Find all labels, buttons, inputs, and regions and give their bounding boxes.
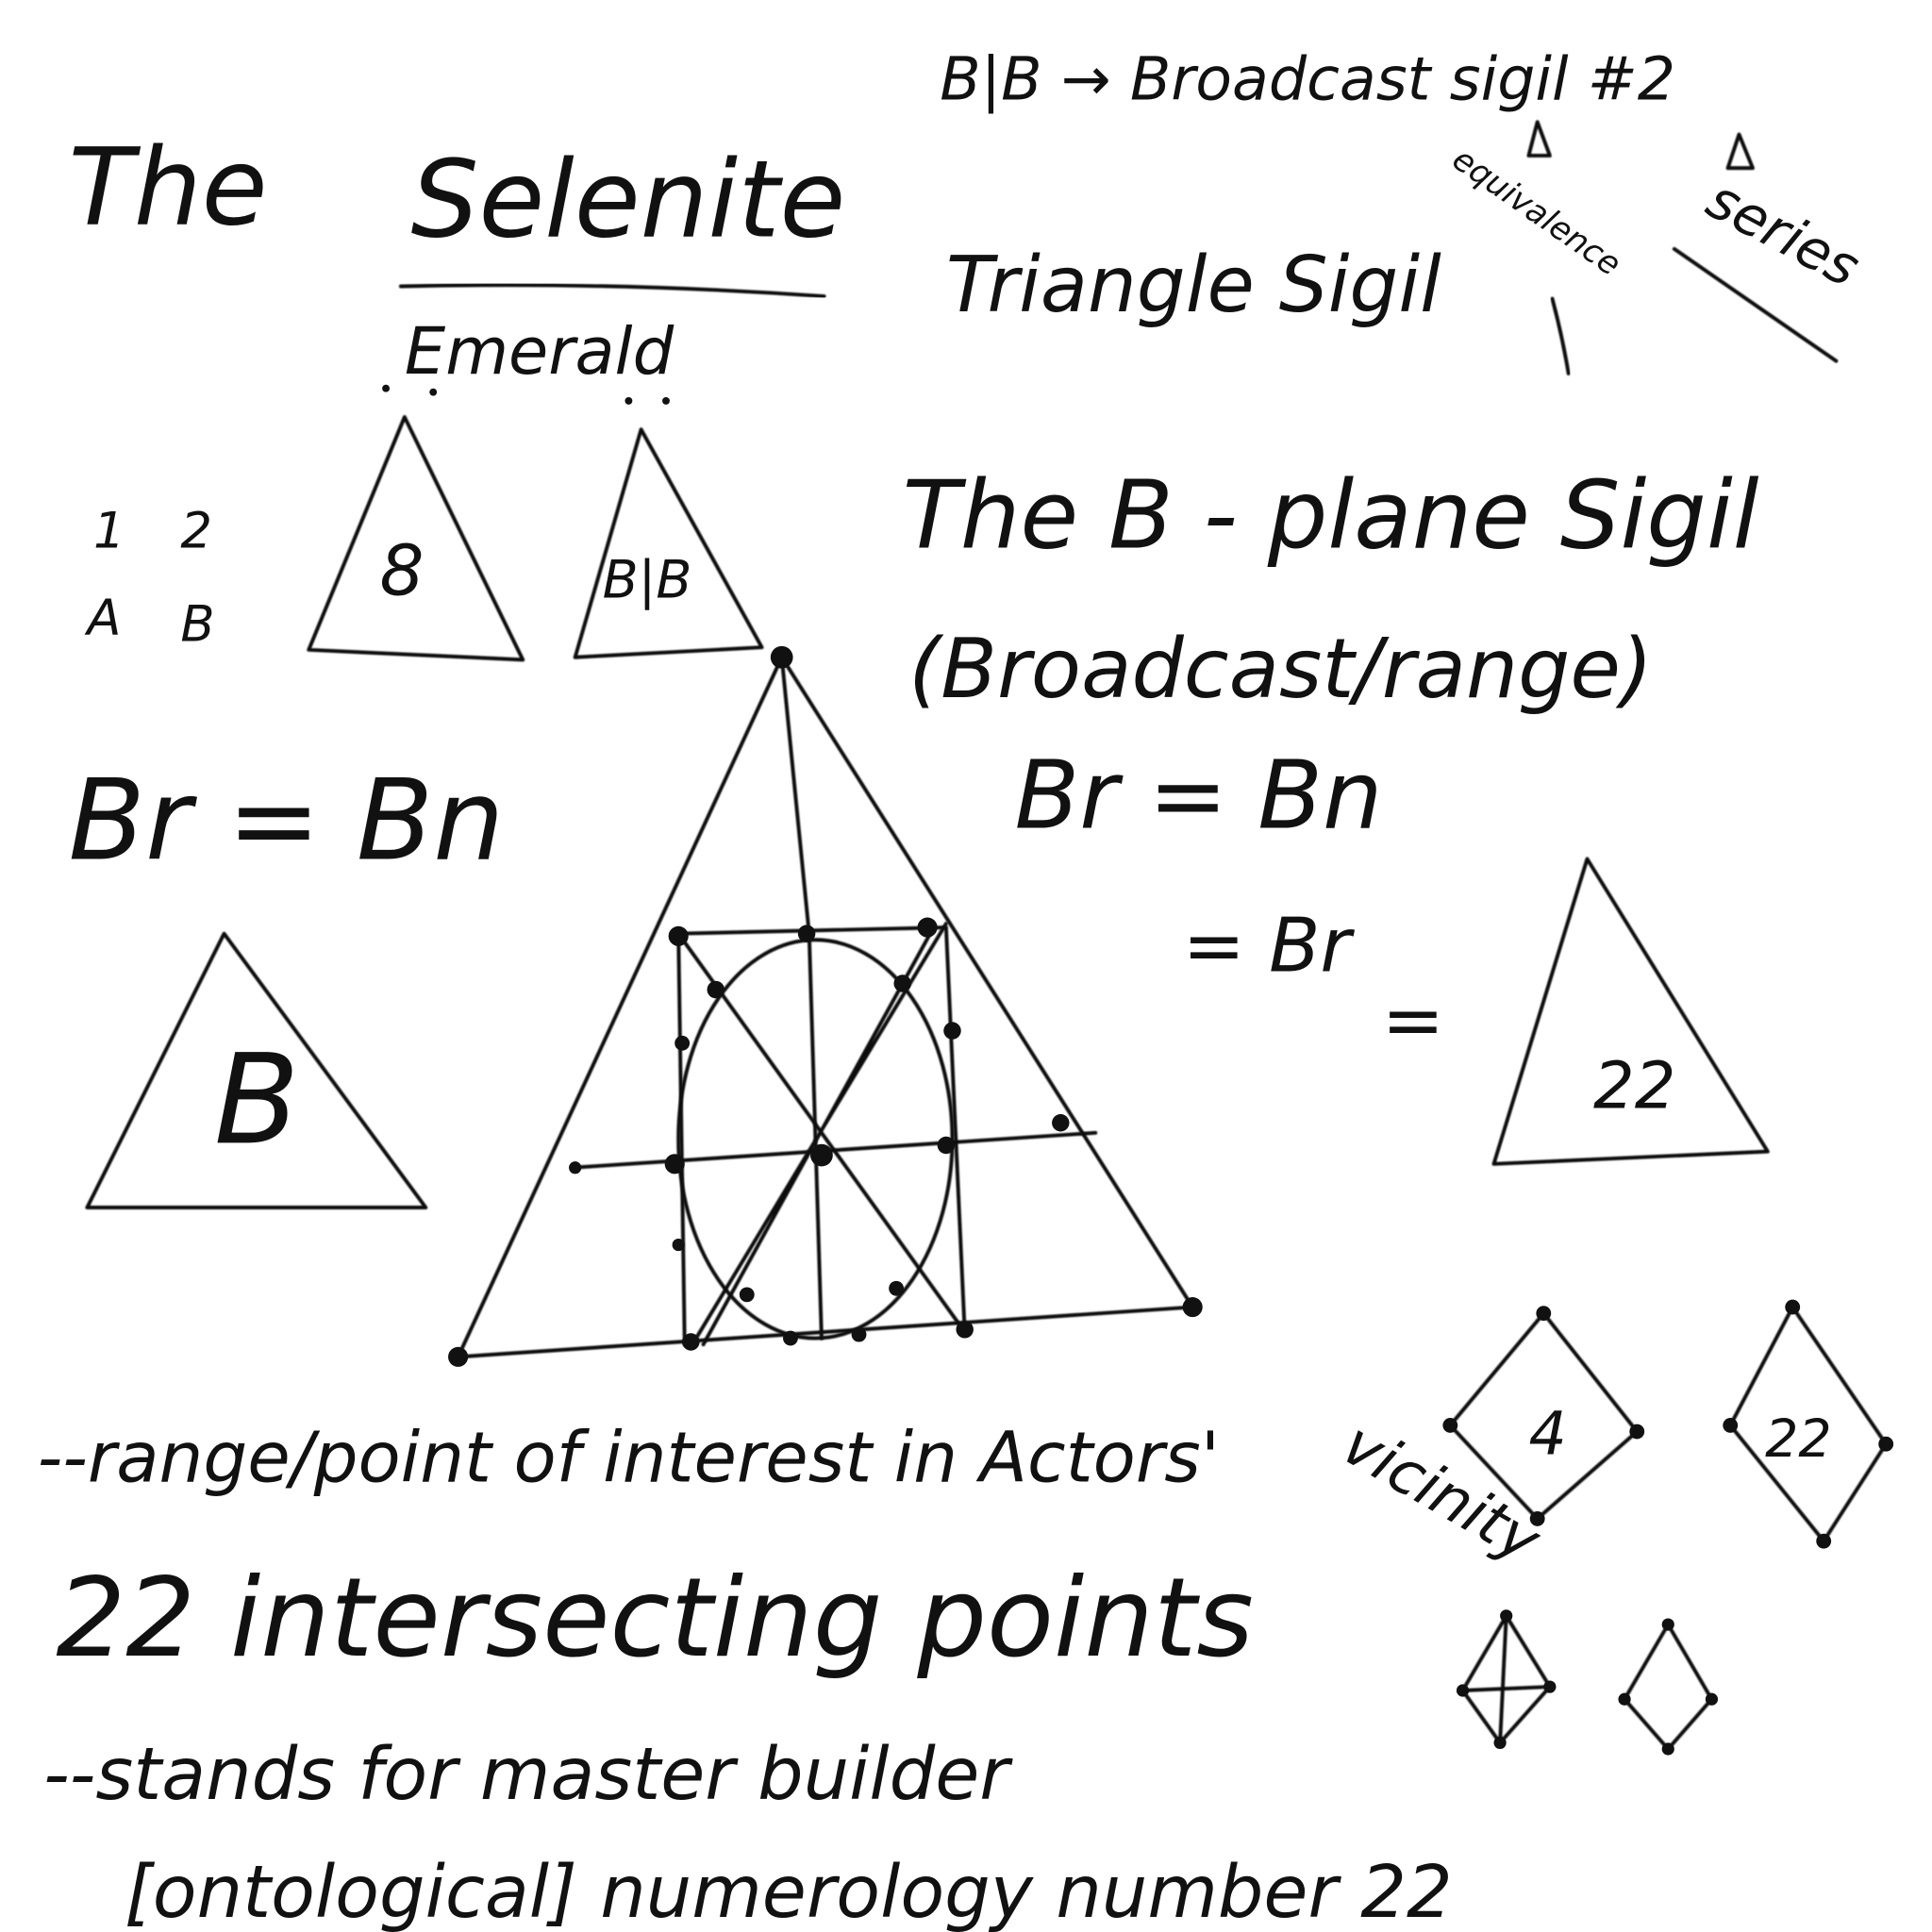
equation-left: Br = Bn — [69, 757, 505, 887]
series-strike-line — [1672, 246, 1839, 363]
triangle-sigil-bb: B|B — [573, 396, 764, 659]
b-plane-eq2: = Br — [1183, 902, 1356, 989]
diamond-label: 22 — [1765, 1409, 1832, 1470]
vicinity-note: vicinity — [1331, 1408, 1553, 1577]
triangle-symbol: B|B — [603, 550, 692, 610]
title-underline — [398, 283, 826, 299]
stands-note: --stands for master builder — [43, 1733, 1013, 1817]
index-2: 2 — [180, 503, 212, 560]
title-selenite: Selenite — [410, 138, 845, 262]
diamond-crossed — [1456, 1609, 1557, 1750]
diamond-small — [1618, 1618, 1719, 1756]
triangle-symbol: 8 — [379, 531, 424, 612]
triangle-symbol: B — [214, 1028, 300, 1173]
series-note: series — [1697, 167, 1871, 300]
intersecting-points-diagram — [448, 645, 1203, 1367]
index-1: 1 — [93, 503, 125, 560]
numerology-note: [ontological] numerology number 22 — [125, 1851, 1453, 1932]
sigil-stroke — [1550, 296, 1571, 375]
equivalence-note: equivalence — [1445, 141, 1627, 284]
broadcast-sigil-line: B|B → Broadcast sigil #2 — [940, 44, 1675, 115]
b-plane-eq3: = — [1382, 976, 1444, 1063]
index-a: A — [84, 590, 121, 647]
diamond-4: 4 — [1442, 1306, 1645, 1526]
title-the: The — [69, 125, 268, 250]
b-plane-title: The B - plane Sigil — [903, 460, 1759, 571]
index-b: B — [180, 596, 214, 654]
triangle-sigil-8: 8 — [307, 384, 525, 662]
triangle-sigil-label: Triangle Sigil — [946, 241, 1441, 330]
title-subtitle-emerald: Emerald — [405, 314, 675, 390]
b-plane-subtitle: (Broadcast/range) — [908, 621, 1653, 717]
diamond-label: 4 — [1528, 1398, 1566, 1468]
b-plane-eq1: Br = Bn — [1014, 741, 1382, 851]
small-triangle-mark-icon — [1526, 120, 1552, 158]
diamond-22: 22 — [1723, 1299, 1894, 1549]
triangle-symbol: 22 — [1593, 1048, 1675, 1124]
small-triangle-mark-icon — [1725, 132, 1755, 171]
triangle-sigil-22: 22 — [1491, 857, 1770, 1166]
range-note: --range/point of interest in Actors' — [38, 1417, 1220, 1498]
points-heading: 22 intersecting points — [56, 1555, 1254, 1682]
triangle-sigil-b-left: B — [85, 931, 428, 1209]
